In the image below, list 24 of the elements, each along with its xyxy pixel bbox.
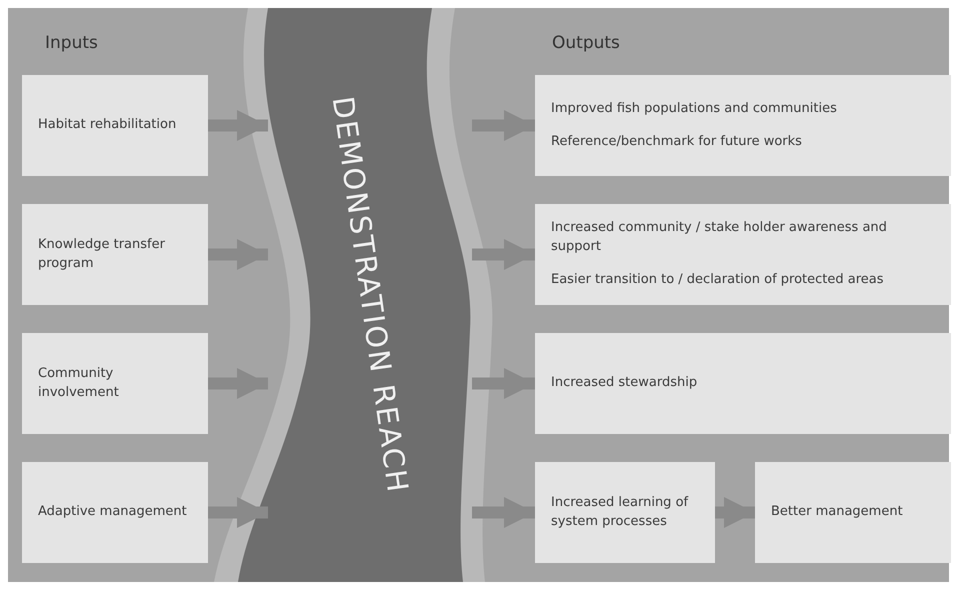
arrow [208, 368, 268, 400]
arrow [472, 368, 535, 400]
box-text: Increased community / stake holder awareness and support [551, 219, 888, 256]
arrow [208, 110, 268, 142]
arrow [472, 496, 535, 528]
text-box: Habitat rehabilitation [22, 75, 208, 176]
column-heading: Inputs [45, 33, 98, 53]
text-box [535, 75, 951, 176]
arrow [472, 238, 535, 270]
text-box: Better management [755, 462, 951, 563]
text-box: Knowledge transfer program [22, 204, 208, 305]
text-box: Increased stewardship [535, 333, 951, 434]
arrow [715, 496, 755, 528]
box-text: Easier transition to / declaration of protected areas [551, 270, 885, 289]
arrow [208, 238, 268, 270]
text-box: Community involvement [22, 333, 208, 434]
box-text: Improved fish populations and communities [551, 100, 838, 118]
text-box: Increased learning of system processes [535, 462, 715, 563]
arrow [208, 496, 268, 528]
box-text: Reference/benchmark for future works [551, 132, 803, 150]
text-box: Adaptive management [22, 462, 208, 563]
text-box [535, 204, 951, 305]
arrow [472, 110, 535, 142]
column-heading: Outputs [552, 33, 620, 53]
